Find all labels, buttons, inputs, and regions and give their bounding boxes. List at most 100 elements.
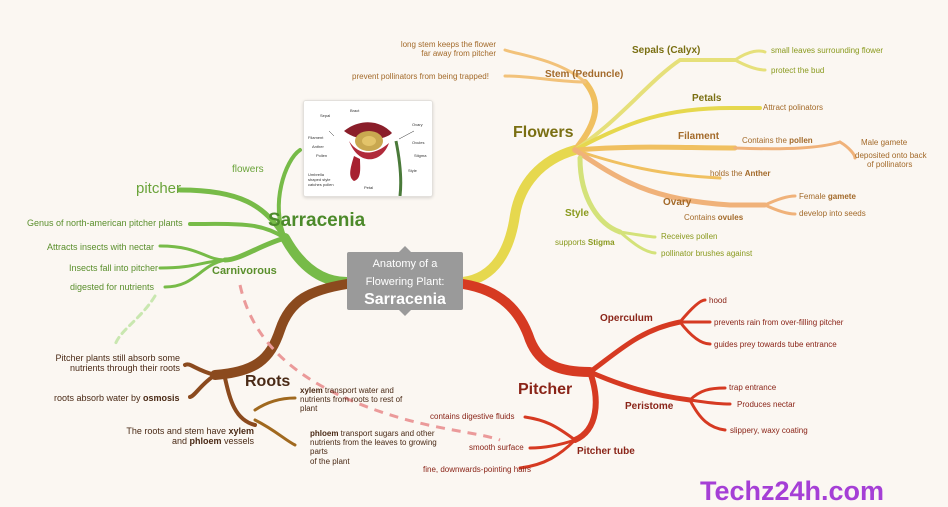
filament-contains[interactable]: Contains the pollen: [742, 136, 813, 145]
filament-topic[interactable]: Filament: [678, 131, 719, 143]
petals-topic[interactable]: Petals: [692, 93, 722, 104]
central-topic-line2: Flowering Plant:: [365, 276, 445, 288]
operculum-item[interactable]: guides prey towards tube entrance: [714, 340, 837, 349]
flower-diagram-illustration: [304, 101, 432, 196]
vessels-text: vessels: [221, 436, 254, 447]
sarracenia-topic[interactable]: Sarracenia: [268, 210, 366, 231]
supports-stigma-node[interactable]: supports Stigma: [555, 238, 615, 247]
style-item[interactable]: Receives pollen: [661, 232, 718, 241]
vessels-text: The roots and stem have: [126, 426, 229, 436]
xylem-text: plant: [300, 404, 318, 414]
holds-text: holds the: [710, 169, 745, 178]
roots-note-line: Pitcher plants still absorb some: [55, 353, 180, 363]
filament-title: Filament: [678, 131, 720, 142]
style-item[interactable]: pollinator brushes against: [661, 249, 753, 258]
filament-contains-text: Contains the: [742, 136, 790, 145]
photo-label: Ovules: [412, 140, 425, 145]
osmosis-bold: osmosis: [143, 393, 180, 403]
xylem-bold: xylem: [300, 386, 323, 395]
flowers-branch: [458, 48, 857, 287]
flower-diagram-image: Sepal Bract Ovary Filament Ovules Anther…: [303, 100, 433, 197]
peristome-item[interactable]: Produces nectar: [737, 400, 796, 409]
female-bold: gamete: [827, 192, 856, 201]
operculum-topic[interactable]: Operculum: [600, 313, 653, 324]
sepals-item[interactable]: small leaves surrounding flower: [771, 46, 884, 55]
deposited-line: deposited onto back: [855, 151, 927, 160]
sepals-item[interactable]: protect the bud: [771, 66, 825, 75]
sepals-topic[interactable]: Sepals (Calyx): [632, 45, 701, 56]
ovary-topic[interactable]: Ovary: [663, 197, 692, 208]
roots-osmosis[interactable]: roots absorb water by osmosis: [54, 393, 180, 403]
photo-label: Bract: [350, 108, 360, 113]
female-text: Female: [799, 192, 828, 201]
phloem-text: nutrients from the leaves to growing: [310, 438, 437, 448]
carnivorous-item[interactable]: digested for nutrients: [70, 282, 155, 292]
stem-note-pollinators[interactable]: prevent pollinators from being trapped!: [352, 72, 489, 81]
filament-contains-bold: pollen: [789, 136, 813, 145]
flowers-topic[interactable]: Flowers: [513, 124, 574, 141]
xylem-text: transport water and: [322, 386, 394, 395]
ovary-contains[interactable]: Contains ovules: [684, 213, 743, 222]
phloem-bold: phloem: [310, 429, 339, 438]
develop-seeds-node[interactable]: develop into seeds: [799, 209, 866, 218]
carnivorous-topic[interactable]: Carnivorous: [212, 265, 277, 277]
roots-topic[interactable]: Roots: [245, 373, 291, 390]
female-gamete-node[interactable]: Female gamete: [799, 192, 856, 201]
sarracenia-genus-node[interactable]: Genus of north-american pitcher plants: [27, 218, 183, 228]
phloem-text: transport sugars and other: [338, 429, 435, 438]
xylem-note[interactable]: xylem transport water and nutrients from…: [300, 386, 402, 414]
peristome-item[interactable]: trap entrance: [729, 383, 777, 392]
roots-note-line: nutrients through their roots: [69, 363, 180, 374]
deposited-node[interactable]: deposited onto back of pollinators: [855, 151, 927, 169]
peristome-item[interactable]: slippery, waxy coating: [730, 426, 808, 435]
phloem-text: of the plant: [310, 456, 350, 466]
male-gamete-node[interactable]: Male gamete: [861, 138, 908, 147]
tube-item[interactable]: smooth surface: [469, 443, 524, 452]
photo-label: Petal: [364, 185, 374, 190]
style-topic[interactable]: Style: [565, 208, 589, 219]
sarracenia-pitcher-node[interactable]: pitcher: [136, 180, 182, 197]
photo-label: Ovary: [412, 122, 423, 127]
deposited-line: of pollinators: [867, 160, 913, 170]
photo-label: Stigma: [414, 153, 427, 158]
sarracenia-flowers-node[interactable]: flowers: [232, 164, 264, 175]
photo-label: Sepal: [320, 113, 331, 118]
tube-item[interactable]: fine, downwards-pointing hairs: [423, 465, 532, 474]
photo-label: Umbrella: [308, 172, 325, 177]
ovary-contains-bold: ovules: [717, 213, 744, 222]
operculum-item[interactable]: prevents rain from over-filling pitcher: [714, 318, 844, 327]
xylem-text: nutrients from roots to rest of: [300, 395, 403, 405]
pitcher-topic[interactable]: Pitcher: [518, 381, 573, 398]
peristome-topic[interactable]: Peristome: [625, 401, 674, 412]
holds-bold: Anther: [744, 169, 771, 178]
sarracenia-branch: [113, 148, 352, 347]
central-topic-title: Sarracenia: [364, 291, 446, 308]
phloem-note[interactable]: phloem transport sugars and other nutrie…: [310, 429, 437, 466]
carnivorous-item[interactable]: Attracts insects with nectar: [47, 242, 155, 252]
supports-text: supports: [555, 238, 588, 247]
stem-note-long[interactable]: long stem keeps the flower far away from…: [393, 40, 496, 58]
photo-label: shaped style: [308, 177, 331, 182]
phloem-text: parts: [310, 447, 328, 457]
pitcher-branch: [458, 279, 732, 470]
osmosis-text: roots absorb water by: [54, 393, 144, 403]
photo-label: Filament: [308, 135, 324, 140]
carnivorous-item[interactable]: Insects fall into pitcher: [69, 263, 159, 273]
stem-topic[interactable]: Stem (Peduncle): [545, 69, 624, 80]
ovary-contains-text: Contains: [684, 213, 718, 222]
operculum-item[interactable]: hood: [709, 296, 727, 305]
central-topic[interactable]: Anatomy of a Flowering Plant: Sarracenia: [347, 246, 463, 316]
petals-note[interactable]: Attract polinators: [763, 103, 824, 112]
roots-absorb-nutrients[interactable]: Pitcher plants still absorb some nutrien…: [54, 353, 180, 374]
pitcher-tube-topic[interactable]: Pitcher tube: [577, 446, 635, 457]
watermark-logo: Techz24h.com: [700, 476, 885, 506]
supports-bold: Stigma: [587, 238, 615, 247]
photo-label: Style: [408, 168, 417, 173]
stem-note-line: far away from pitcher: [421, 49, 496, 59]
photo-label: catches pollen: [308, 182, 334, 187]
vessels-bold: phloem: [189, 436, 222, 447]
roots-vessels[interactable]: The roots and stem have xylem and phloem…: [124, 426, 254, 447]
tube-item[interactable]: contains digestive fluids: [430, 412, 515, 421]
vessels-text: and: [171, 436, 190, 447]
holds-anther-node[interactable]: holds the Anther: [710, 169, 770, 178]
